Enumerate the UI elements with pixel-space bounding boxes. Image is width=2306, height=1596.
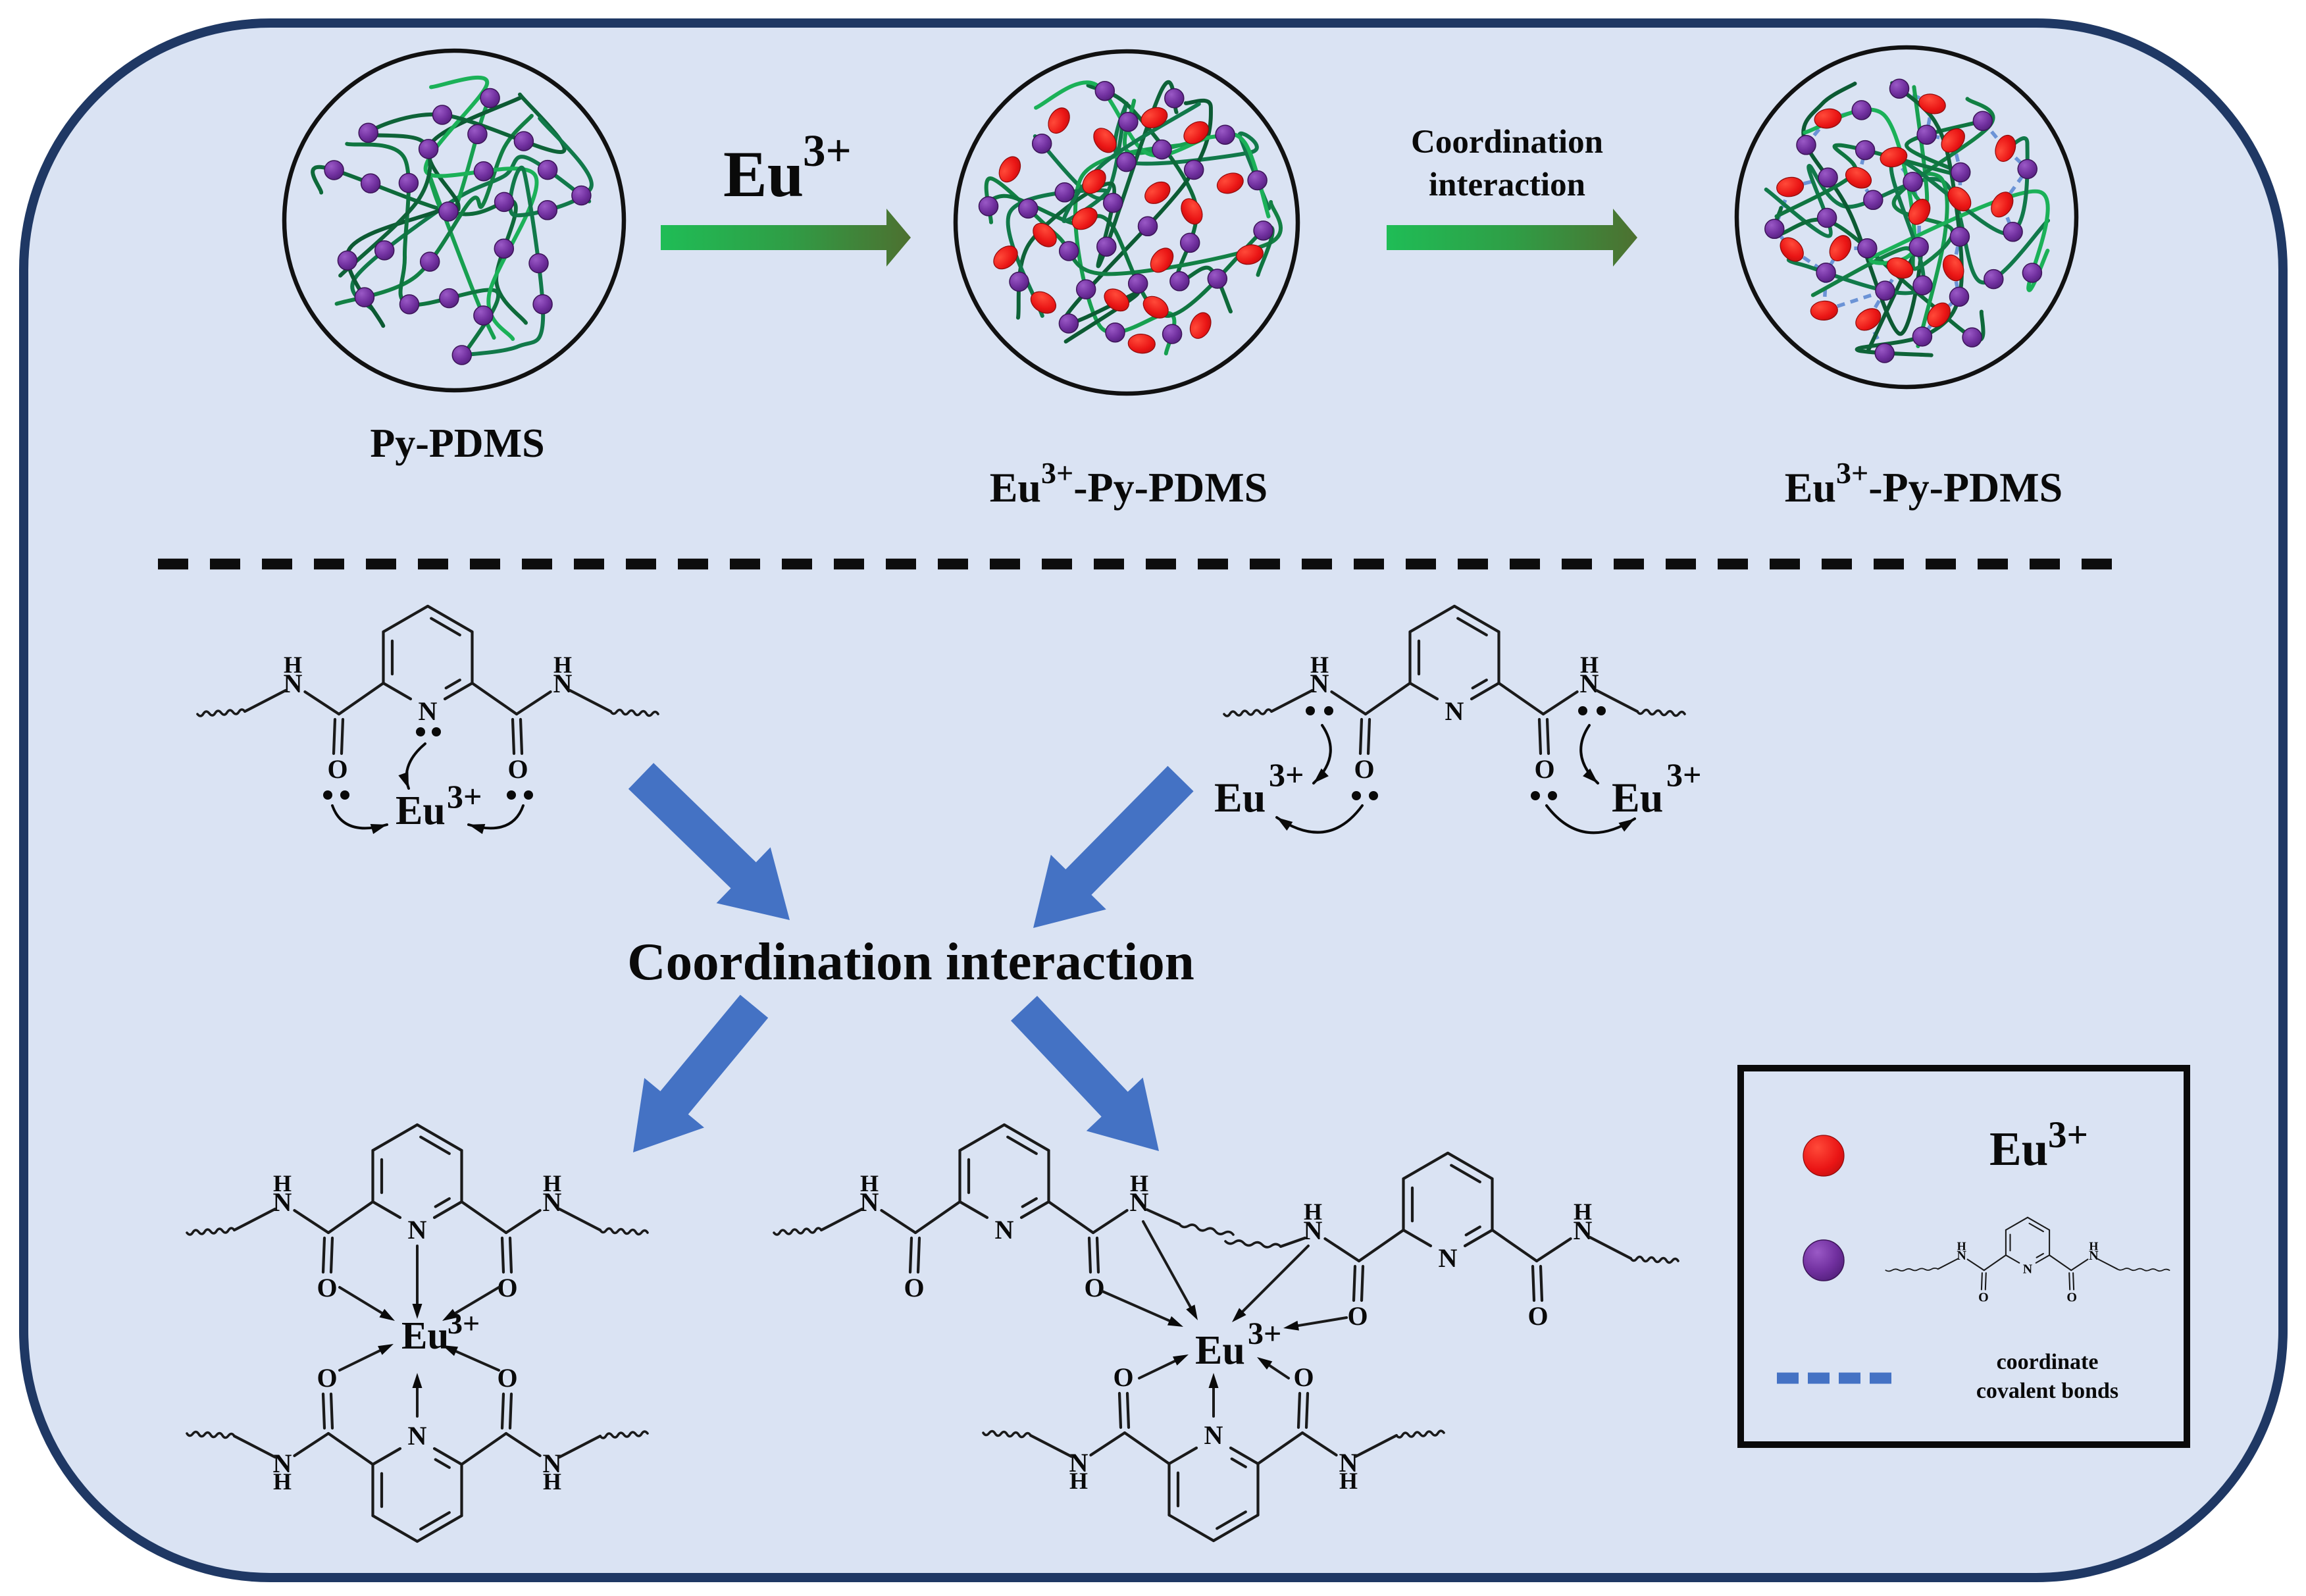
svg-text:H: H: [1580, 652, 1599, 678]
svg-text:H: H: [284, 652, 302, 678]
svg-text:H: H: [1339, 1468, 1358, 1494]
svg-text:N: N: [1304, 1216, 1323, 1245]
svg-text:covalent bonds: covalent bonds: [1976, 1379, 2118, 1403]
svg-text:N: N: [2023, 1262, 2033, 1277]
svg-text:N: N: [543, 1187, 562, 1217]
svg-text:H: H: [2089, 1239, 2098, 1252]
svg-text:H: H: [543, 1170, 561, 1197]
svg-text:coordinate: coordinate: [1997, 1350, 2099, 1374]
svg-text:O: O: [2066, 1291, 2077, 1305]
svg-text:3+: 3+: [1666, 756, 1702, 793]
svg-text:N: N: [408, 1421, 427, 1451]
svg-text:3+: 3+: [803, 126, 852, 176]
svg-text:Eu: Eu: [1989, 1122, 2048, 1175]
svg-text:N: N: [1445, 696, 1464, 726]
svg-text:N: N: [860, 1187, 879, 1217]
svg-text:Eu3+-Py-PDMS: Eu3+-Py-PDMS: [1785, 456, 2063, 511]
svg-text:H: H: [543, 1468, 561, 1495]
svg-text:Eu: Eu: [401, 1314, 449, 1357]
svg-text:N: N: [1310, 669, 1329, 698]
svg-text:H: H: [553, 652, 572, 678]
svg-text:O: O: [1084, 1273, 1104, 1302]
svg-text:N: N: [1069, 1448, 1089, 1478]
svg-text:H: H: [1130, 1170, 1148, 1197]
svg-text:N: N: [1574, 1216, 1593, 1245]
svg-text:3+: 3+: [1248, 1316, 1281, 1351]
svg-text:N: N: [273, 1449, 292, 1478]
svg-text:O: O: [1978, 1291, 1989, 1305]
svg-text:3+: 3+: [2048, 1114, 2088, 1156]
svg-text:O: O: [1293, 1362, 1314, 1392]
svg-text:O: O: [1534, 754, 1554, 784]
svg-text:O: O: [327, 754, 347, 784]
svg-text:H: H: [860, 1170, 879, 1197]
svg-text:O: O: [317, 1363, 337, 1393]
svg-text:N: N: [995, 1215, 1014, 1245]
svg-text:H: H: [273, 1468, 292, 1495]
svg-text:N: N: [1204, 1420, 1223, 1450]
svg-text:N: N: [419, 696, 438, 726]
svg-text:N: N: [1957, 1248, 1966, 1263]
svg-text:3+: 3+: [447, 778, 482, 815]
svg-text:interaction: interaction: [1429, 167, 1585, 203]
svg-text:H: H: [1069, 1468, 1088, 1494]
svg-text:O: O: [1354, 754, 1374, 784]
svg-text:H: H: [1310, 652, 1329, 678]
svg-text:N: N: [1130, 1187, 1149, 1217]
svg-text:3+: 3+: [1269, 756, 1304, 793]
svg-text:N: N: [1339, 1448, 1358, 1478]
svg-text:Coordination: Coordination: [1411, 124, 1603, 161]
svg-text:N: N: [543, 1449, 562, 1478]
svg-text:O: O: [497, 1273, 517, 1302]
svg-text:N: N: [2089, 1248, 2099, 1263]
svg-text:N: N: [408, 1215, 427, 1245]
svg-text:H: H: [273, 1170, 292, 1197]
svg-text:Eu: Eu: [1214, 774, 1266, 821]
svg-text:Coordination interaction: Coordination interaction: [627, 932, 1194, 991]
svg-text:O: O: [1113, 1362, 1133, 1392]
svg-text:H: H: [1304, 1198, 1322, 1225]
svg-text:Eu: Eu: [1612, 774, 1663, 821]
svg-text:O: O: [1347, 1301, 1368, 1331]
svg-text:H: H: [1957, 1239, 1966, 1252]
svg-text:N: N: [284, 669, 303, 698]
svg-text:Eu: Eu: [723, 138, 804, 211]
svg-text:Eu: Eu: [1195, 1328, 1245, 1373]
svg-text:O: O: [497, 1363, 517, 1393]
svg-text:H: H: [1574, 1198, 1592, 1225]
svg-text:Py-PDMS: Py-PDMS: [370, 421, 544, 466]
svg-text:O: O: [507, 754, 528, 784]
svg-text:N: N: [273, 1187, 292, 1217]
svg-text:N: N: [1580, 669, 1599, 698]
svg-text:N: N: [1439, 1243, 1458, 1273]
svg-text:Eu3+-Py-PDMS: Eu3+-Py-PDMS: [990, 456, 1268, 511]
svg-text:Eu: Eu: [396, 788, 446, 833]
svg-text:O: O: [317, 1273, 337, 1302]
svg-text:N: N: [553, 669, 573, 698]
svg-text:O: O: [1527, 1301, 1548, 1331]
svg-text:O: O: [904, 1273, 924, 1302]
